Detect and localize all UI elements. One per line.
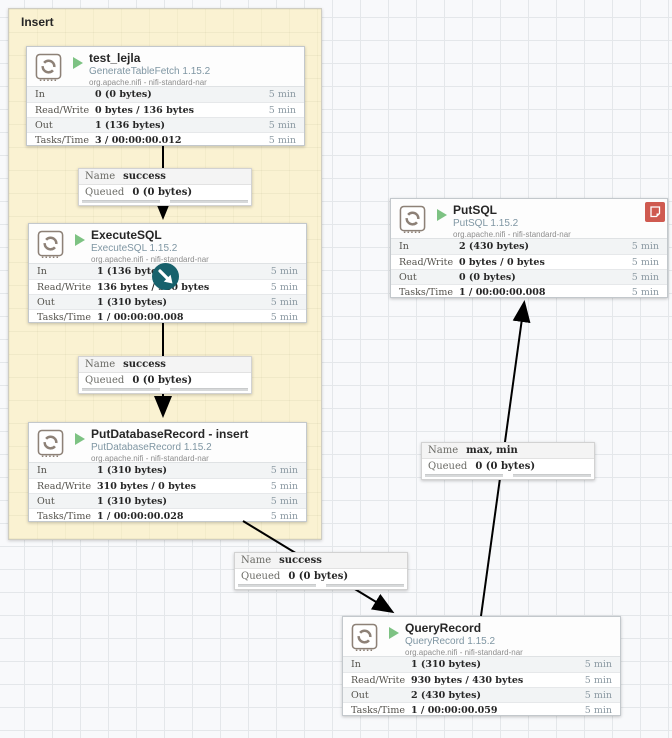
processor-queryrecord[interactable]: QueryRecord QueryRecord 1.15.2 org.apach… bbox=[342, 616, 621, 716]
processor-type: ExecuteSQL 1.15.2 bbox=[91, 243, 178, 254]
run-status-icon bbox=[75, 433, 85, 445]
stat-row-in: In 1 (310 bytes) 5 min bbox=[343, 657, 620, 672]
processor-icon bbox=[37, 429, 65, 458]
processor-stats: In 1 (310 bytes) 5 min Read/Write 930 by… bbox=[343, 656, 620, 717]
processor-header: ExecuteSQL ExecuteSQL 1.15.2 org.apache.… bbox=[29, 224, 306, 264]
processor-icon bbox=[37, 230, 65, 259]
stat-row-in: In 2 (430 bytes) 5 min bbox=[391, 239, 667, 254]
queue-size-bar bbox=[512, 474, 591, 477]
stat-row-out: Out 1 (310 bytes) 5 min bbox=[29, 294, 306, 309]
processor-bundle: org.apache.nifi - nifi-standard-nar bbox=[405, 648, 523, 657]
processor-icon bbox=[35, 53, 63, 82]
run-status-icon bbox=[73, 57, 83, 69]
stat-row-tasks-time: Tasks/Time 1 / 00:00:00.008 5 min bbox=[391, 284, 667, 299]
stat-row-out: Out 1 (310 bytes) 5 min bbox=[29, 493, 306, 508]
run-status-icon bbox=[437, 209, 447, 221]
bulletin-indicator[interactable] bbox=[645, 202, 665, 222]
stat-row-in: In 1 (310 bytes) 5 min bbox=[29, 463, 306, 478]
processor-name: PutSQL bbox=[453, 203, 497, 217]
run-status-icon bbox=[75, 234, 85, 246]
connection-name-row: Name success bbox=[235, 553, 407, 569]
processor-type: QueryRecord 1.15.2 bbox=[405, 636, 496, 647]
connection-endpoint-marker[interactable] bbox=[151, 262, 180, 291]
connection-name-row: Name success bbox=[79, 357, 251, 373]
processor-type: PutDatabaseRecord 1.15.2 bbox=[91, 442, 212, 453]
connection-label-success-3[interactable]: Name success Queued 0 (0 bytes) bbox=[234, 552, 408, 590]
stat-row-read-write: Read/Write 0 bytes / 0 bytes 5 min bbox=[391, 254, 667, 269]
connection-label-success-1[interactable]: Name success Queued 0 (0 bytes) bbox=[78, 168, 252, 206]
connection-queued-row: Queued 0 (0 bytes) bbox=[235, 569, 407, 584]
stat-row-read-write: Read/Write 310 bytes / 0 bytes 5 min bbox=[29, 478, 306, 493]
processor-name: test_lejla bbox=[89, 51, 141, 65]
stat-row-tasks-time: Tasks/Time 1 / 00:00:00.028 5 min bbox=[29, 508, 306, 523]
processor-bundle: org.apache.nifi - nifi-standard-nar bbox=[91, 454, 209, 463]
processor-type: GenerateTableFetch 1.15.2 bbox=[89, 66, 211, 77]
queue-count-bar bbox=[425, 474, 504, 477]
processor-bundle: org.apache.nifi - nifi-standard-nar bbox=[453, 230, 571, 239]
processor-name: ExecuteSQL bbox=[91, 228, 162, 242]
processor-executesql[interactable]: ExecuteSQL ExecuteSQL 1.15.2 org.apache.… bbox=[28, 223, 307, 323]
processor-name: QueryRecord bbox=[405, 621, 482, 635]
connection-name-row: Name max, min bbox=[422, 443, 594, 459]
queue-percent-bars bbox=[79, 200, 251, 205]
connection-label-success-2[interactable]: Name success Queued 0 (0 bytes) bbox=[78, 356, 252, 394]
stat-row-out: Out 2 (430 bytes) 5 min bbox=[343, 687, 620, 702]
processor-header: QueryRecord QueryRecord 1.15.2 org.apach… bbox=[343, 617, 620, 657]
stat-row-out: Out 1 (136 bytes) 5 min bbox=[27, 117, 304, 132]
stat-row-in: In 0 (0 bytes) 5 min bbox=[27, 87, 304, 102]
queue-count-bar bbox=[82, 388, 161, 391]
run-status-icon bbox=[389, 627, 399, 639]
connection-label-max-min[interactable]: Name max, min Queued 0 (0 bytes) bbox=[421, 442, 595, 480]
connection-queued-row: Queued 0 (0 bytes) bbox=[79, 185, 251, 200]
stat-row-read-write: Read/Write 930 bytes / 430 bytes 5 min bbox=[343, 672, 620, 687]
stat-row-read-write: Read/Write 0 bytes / 136 bytes 5 min bbox=[27, 102, 304, 117]
queue-percent-bars bbox=[235, 584, 407, 589]
stat-row-tasks-time: Tasks/Time 1 / 00:00:00.008 5 min bbox=[29, 309, 306, 324]
processor-bundle: org.apache.nifi - nifi-standard-nar bbox=[91, 255, 209, 264]
processor-bundle: org.apache.nifi - nifi-standard-nar bbox=[89, 78, 207, 87]
process-group-title: Insert bbox=[21, 15, 54, 29]
queue-percent-bars bbox=[79, 388, 251, 393]
stat-row-tasks-time: Tasks/Time 1 / 00:00:00.059 5 min bbox=[343, 702, 620, 717]
queue-size-bar bbox=[169, 200, 248, 203]
processor-header: test_lejla GenerateTableFetch 1.15.2 org… bbox=[27, 47, 304, 87]
queue-size-bar bbox=[325, 584, 404, 587]
processor-test-lejla[interactable]: test_lejla GenerateTableFetch 1.15.2 org… bbox=[26, 46, 305, 146]
processor-header: PutSQL PutSQL 1.15.2 org.apache.nifi - n… bbox=[391, 199, 667, 239]
queue-size-bar bbox=[169, 388, 248, 391]
connection-queued-row: Queued 0 (0 bytes) bbox=[422, 459, 594, 474]
queue-percent-bars bbox=[422, 474, 594, 479]
processor-putsql[interactable]: PutSQL PutSQL 1.15.2 org.apache.nifi - n… bbox=[390, 198, 668, 298]
processor-header: PutDatabaseRecord - insert PutDatabaseRe… bbox=[29, 423, 306, 463]
processor-stats: In 0 (0 bytes) 5 min Read/Write 0 bytes … bbox=[27, 86, 304, 147]
processor-stats: In 1 (310 bytes) 5 min Read/Write 310 by… bbox=[29, 462, 306, 523]
processor-stats: In 2 (430 bytes) 5 min Read/Write 0 byte… bbox=[391, 238, 667, 299]
connection-name-row: Name success bbox=[79, 169, 251, 185]
processor-putdatabaserecord[interactable]: PutDatabaseRecord - insert PutDatabaseRe… bbox=[28, 422, 307, 522]
stat-row-tasks-time: Tasks/Time 3 / 00:00:00.012 5 min bbox=[27, 132, 304, 147]
stat-row-out: Out 0 (0 bytes) 5 min bbox=[391, 269, 667, 284]
processor-name: PutDatabaseRecord - insert bbox=[91, 427, 249, 441]
queue-count-bar bbox=[82, 200, 161, 203]
processor-icon bbox=[351, 623, 379, 652]
connection-queued-row: Queued 0 (0 bytes) bbox=[79, 373, 251, 388]
processor-icon bbox=[399, 205, 427, 234]
processor-type: PutSQL 1.15.2 bbox=[453, 218, 519, 229]
queue-count-bar bbox=[238, 584, 317, 587]
